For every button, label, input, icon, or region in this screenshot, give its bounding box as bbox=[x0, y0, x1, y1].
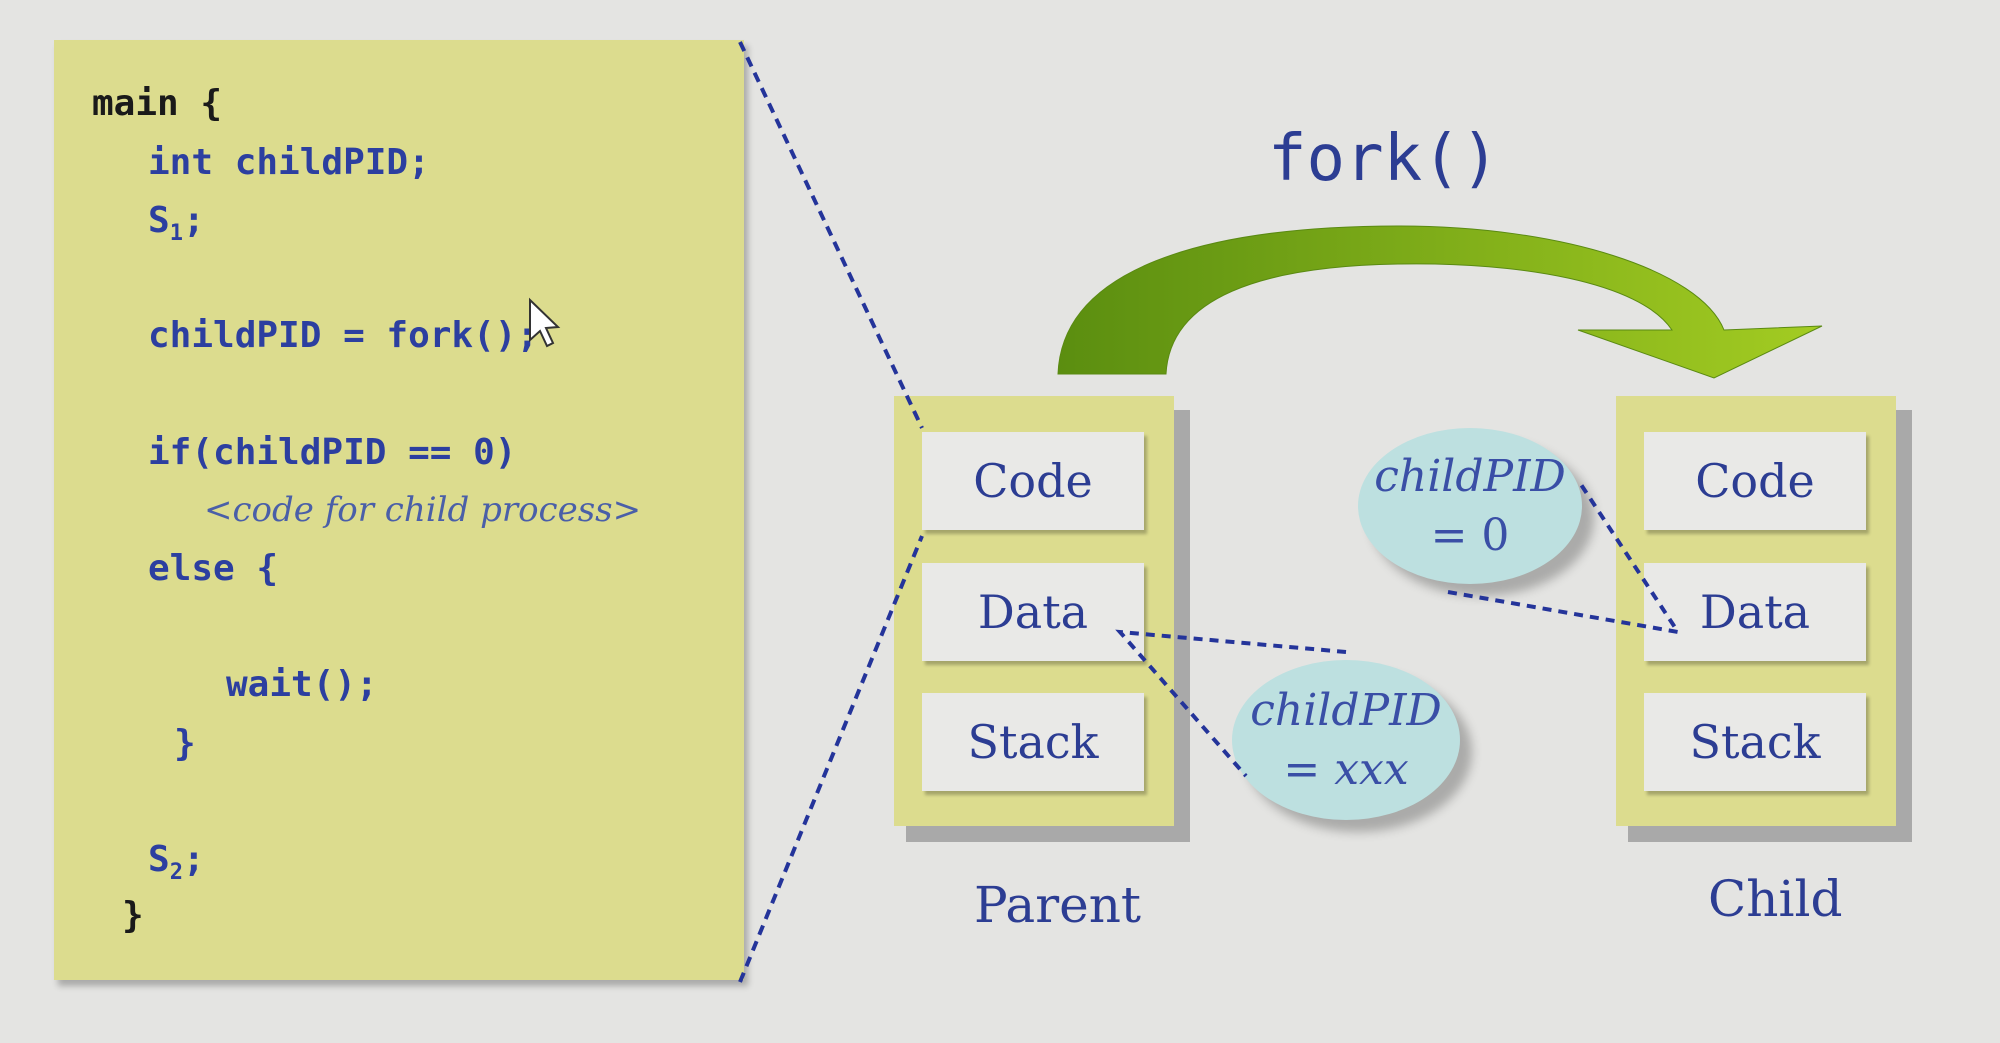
code-line-if: if(childPID == 0) bbox=[148, 432, 517, 473]
code-line-main-open: main { bbox=[92, 83, 223, 124]
s1-letter: S bbox=[148, 200, 170, 241]
child-code-segment: Code bbox=[1644, 432, 1866, 530]
code-comment-child: <code for child process> bbox=[204, 490, 642, 530]
child-data-segment: Data bbox=[1644, 563, 1866, 661]
s1-semicolon: ; bbox=[182, 200, 205, 241]
zoom-line-bottom bbox=[738, 535, 924, 983]
code-panel bbox=[54, 40, 744, 980]
child-label: Child bbox=[1708, 870, 1843, 928]
parent-code-segment: Code bbox=[922, 432, 1144, 530]
code-line-else: else { bbox=[148, 548, 279, 589]
child-pid-name: childPID bbox=[1374, 450, 1566, 502]
code-line-wait: wait(); bbox=[226, 664, 378, 705]
parent-stack-segment: Stack bbox=[922, 693, 1144, 791]
s2-subscript: 2 bbox=[169, 860, 183, 886]
fork-arrow-icon bbox=[1057, 225, 1823, 379]
parent-pid-value: = xxx bbox=[1283, 744, 1409, 795]
child-pid-value: = 0 bbox=[1430, 510, 1510, 561]
child-pid-bubble: childPID = 0 bbox=[1358, 428, 1582, 584]
parent-label: Parent bbox=[974, 876, 1141, 934]
code-line-declaration: int childPID; bbox=[148, 142, 430, 183]
child-stack-segment: Stack bbox=[1644, 693, 1866, 791]
child-pid-connector bbox=[1447, 478, 1683, 635]
parent-pid-name: childPID bbox=[1250, 684, 1442, 736]
code-line-fork-call: childPID = fork(); bbox=[148, 315, 539, 356]
code-line-s2: S2; bbox=[148, 842, 205, 884]
zoom-line-top bbox=[738, 41, 924, 429]
code-line-else-close: } bbox=[174, 723, 196, 764]
s2-semicolon: ; bbox=[182, 839, 205, 880]
cursor-icon bbox=[529, 297, 561, 348]
code-line-s1: S1; bbox=[148, 203, 205, 245]
parent-pid-connector bbox=[1115, 629, 1347, 778]
code-line-main-close: } bbox=[122, 895, 144, 936]
s2-letter: S bbox=[148, 839, 170, 880]
parent-pid-bubble: childPID = xxx bbox=[1232, 660, 1460, 820]
fork-title: fork() bbox=[1268, 122, 1500, 196]
parent-data-segment: Data bbox=[922, 563, 1144, 661]
s1-subscript: 1 bbox=[169, 221, 183, 247]
